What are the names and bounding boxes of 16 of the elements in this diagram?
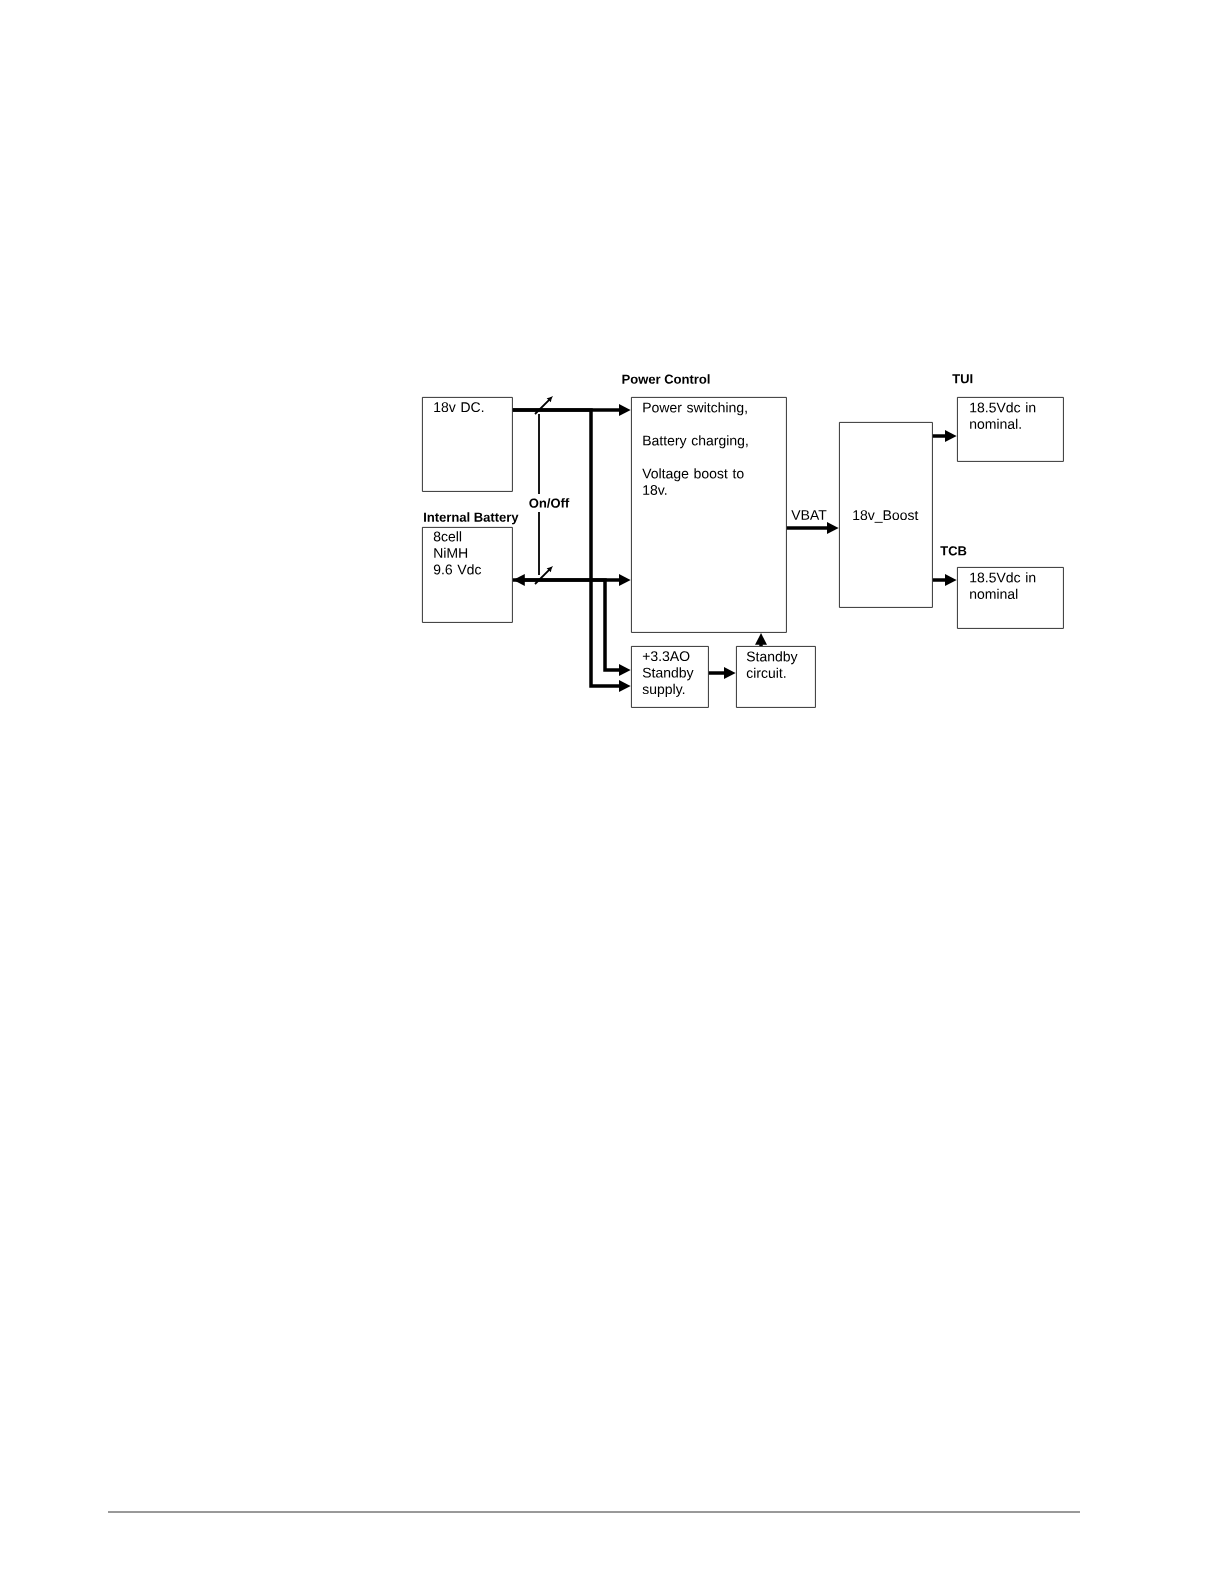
- edge-label: VBAT: [790, 509, 828, 521]
- block-text: Power switching,: [643, 402, 747, 416]
- block-heading: Internal Battery: [424, 512, 519, 525]
- block-text: Voltage boost to 18v.: [642, 468, 744, 495]
- block-text: +3.3AO Standby supply.: [642, 651, 694, 697]
- block-text: 18v_Boost: [853, 510, 919, 523]
- block-text: 8cell NiMH 9.6 Vdc: [433, 531, 482, 575]
- switch-label: On/Off: [528, 497, 570, 509]
- block-heading: Power Control: [622, 374, 710, 384]
- block-text: 18.5Vdc in nominal.: [970, 402, 1036, 429]
- block-heading: TCB: [940, 546, 967, 556]
- block-text: 18v DC.: [434, 402, 484, 413]
- block-text: Battery charging,: [643, 435, 748, 449]
- block-heading: TUI: [952, 374, 973, 384]
- block-text: Standby circuit.: [746, 651, 798, 678]
- block-text: 18.5Vdc in nominal: [970, 572, 1036, 599]
